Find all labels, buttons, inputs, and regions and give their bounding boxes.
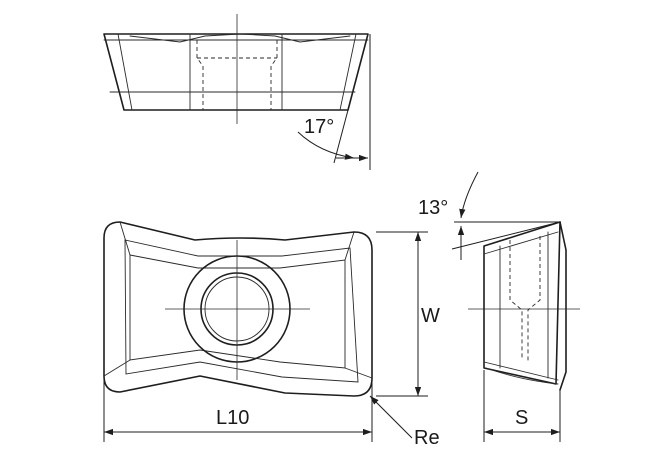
corner-radius-leader: Re xyxy=(369,395,440,449)
top-view xyxy=(103,14,369,124)
angle-17-label: 17° xyxy=(304,116,334,138)
angle-dimension-17: 17° xyxy=(297,34,371,170)
thickness-dimension: S xyxy=(483,370,561,442)
angle-dimension-13: 13° xyxy=(418,171,561,260)
corner-radius-label: Re xyxy=(414,427,440,449)
front-view xyxy=(103,221,373,397)
side-view xyxy=(468,221,580,391)
width-dimension: W xyxy=(376,231,440,397)
thickness-label: S xyxy=(515,407,528,429)
angle-13-label: 13° xyxy=(418,197,448,219)
length-dimension: L10 xyxy=(103,380,373,442)
width-label: W xyxy=(421,305,440,327)
length-label: L10 xyxy=(216,407,249,429)
